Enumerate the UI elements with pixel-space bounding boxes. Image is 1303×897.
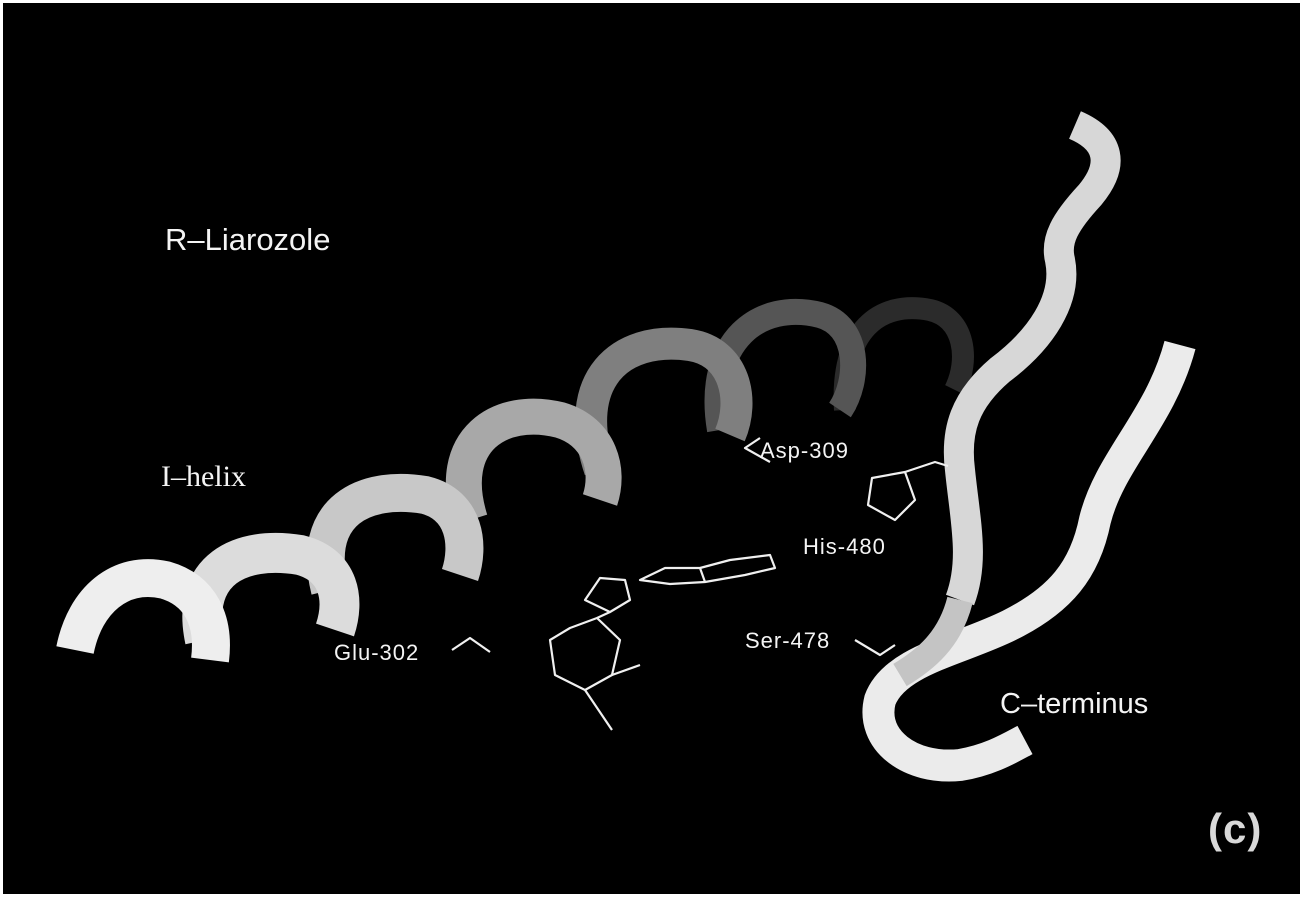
ligand-label: R–Liarozole [165,224,330,255]
residue-label-glu: Glu-302 [334,642,419,664]
panel-label: (c) [1208,808,1262,850]
residue-label-asp: Asp-309 [760,440,849,462]
residue-label-his: His-480 [803,536,886,558]
helix-label: I–helix [161,462,246,492]
residue-label-ser: Ser-478 [745,630,830,652]
terminus-label: C–terminus [1000,690,1148,719]
